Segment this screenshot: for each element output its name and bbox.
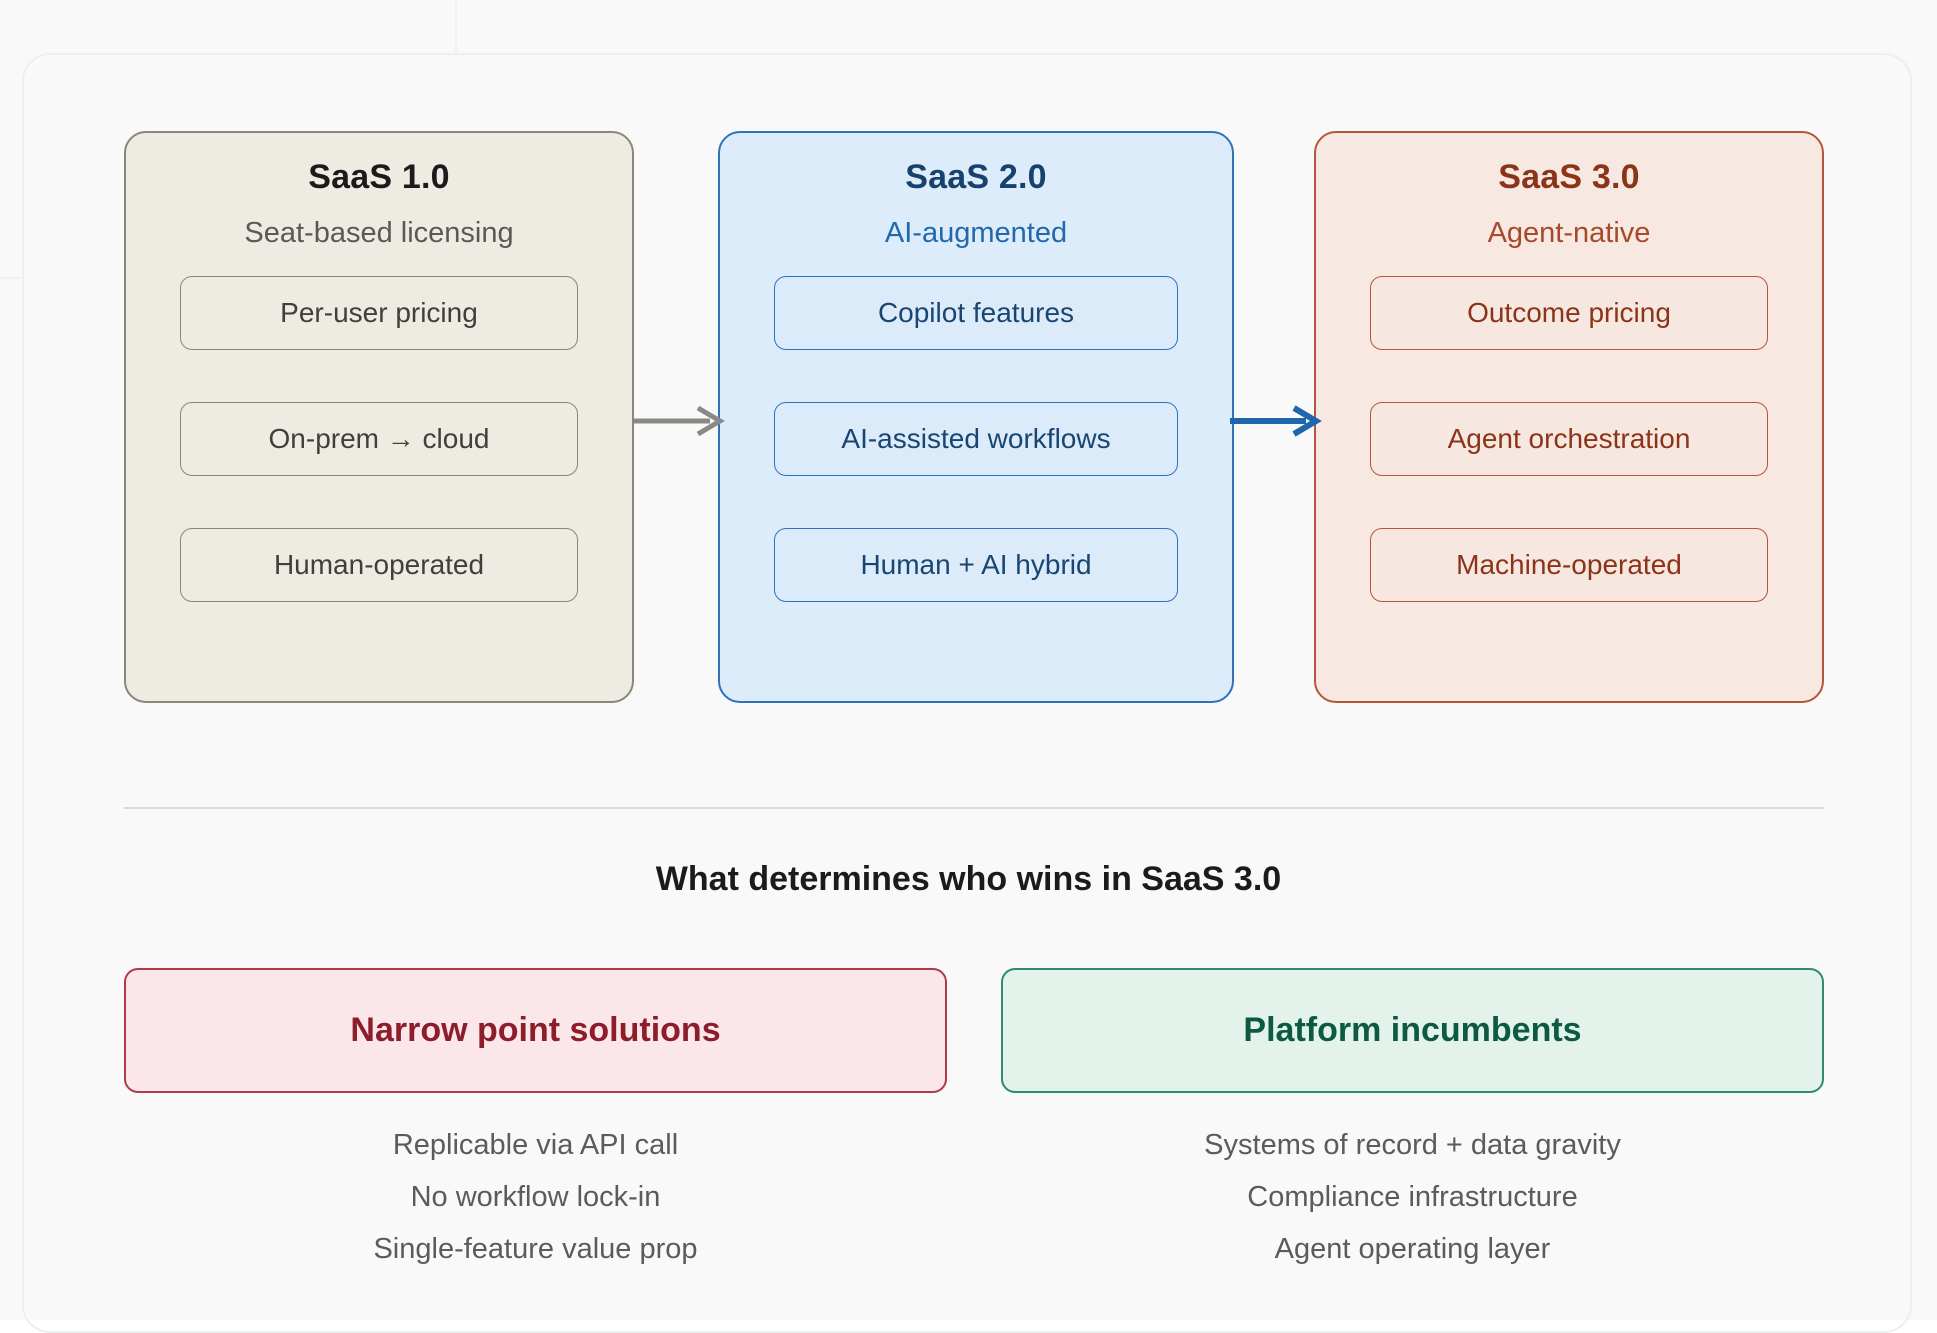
outcome-column-narrow-point-solutions: Narrow point solutions Replicable via AP…	[124, 968, 947, 1275]
era-item[interactable]: Machine-operated	[1370, 528, 1768, 602]
outcome-box-label[interactable]: Narrow point solutions	[124, 968, 947, 1093]
outcome-bullet-list: Replicable via API call No workflow lock…	[124, 1119, 947, 1275]
era-item-list: Per-user pricing On-prem → cloud Human-o…	[126, 276, 632, 602]
section-divider	[124, 807, 1824, 809]
era-item-list: Outcome pricing Agent orchestration Mach…	[1316, 276, 1822, 602]
era-item[interactable]: Human-operated	[180, 528, 578, 602]
outcome-bullet: Agent operating layer	[1274, 1233, 1551, 1265]
outcome-bullet: No workflow lock-in	[410, 1181, 661, 1213]
era-item-list: Copilot features AI-assisted workflows H…	[720, 276, 1232, 602]
outcome-bullet: Systems of record + data gravity	[1204, 1129, 1621, 1161]
era-item[interactable]: Copilot features	[774, 276, 1178, 350]
outcome-bullet: Replicable via API call	[392, 1129, 679, 1161]
era-item[interactable]: Human + AI hybrid	[774, 528, 1178, 602]
era-card-title: SaaS 1.0	[308, 158, 450, 196]
era-card-saas-2-0[interactable]: SaaS 2.0 AI-augmented Copilot features A…	[718, 131, 1234, 703]
era-item[interactable]: On-prem → cloud	[180, 402, 578, 476]
era-card-subtitle: Seat-based licensing	[244, 217, 514, 249]
outcome-box-label[interactable]: Platform incumbents	[1001, 968, 1824, 1093]
era-card-subtitle: AI-augmented	[884, 217, 1068, 249]
era-card-saas-3-0[interactable]: SaaS 3.0 Agent-native Outcome pricing Ag…	[1314, 131, 1824, 703]
era-item[interactable]: Outcome pricing	[1370, 276, 1768, 350]
arrow-saas2-to-saas3-icon	[1228, 404, 1324, 438]
era-card-subtitle: Agent-native	[1487, 217, 1651, 249]
guide-line-vertical	[455, 0, 457, 54]
era-card-saas-1-0[interactable]: SaaS 1.0 Seat-based licensing Per-user p…	[124, 131, 634, 703]
era-card-title: SaaS 2.0	[905, 158, 1047, 196]
era-item[interactable]: Agent orchestration	[1370, 402, 1768, 476]
arrow-saas1-to-saas2-icon	[632, 404, 728, 438]
era-item[interactable]: AI-assisted workflows	[774, 402, 1178, 476]
saas-evolution-row: SaaS 1.0 Seat-based licensing Per-user p…	[124, 131, 1824, 703]
outcome-column-platform-incumbents: Platform incumbents Systems of record + …	[1001, 968, 1824, 1275]
outcome-bullet-list: Systems of record + data gravity Complia…	[1001, 1119, 1824, 1275]
era-card-title: SaaS 3.0	[1498, 158, 1640, 196]
outcome-bullet: Compliance infrastructure	[1247, 1181, 1578, 1213]
outcome-bullet: Single-feature value prop	[373, 1233, 698, 1265]
bottom-section-heading: What determines who wins in SaaS 3.0	[655, 860, 1282, 898]
era-item[interactable]: Per-user pricing	[180, 276, 578, 350]
guide-line-horizontal	[0, 277, 24, 279]
